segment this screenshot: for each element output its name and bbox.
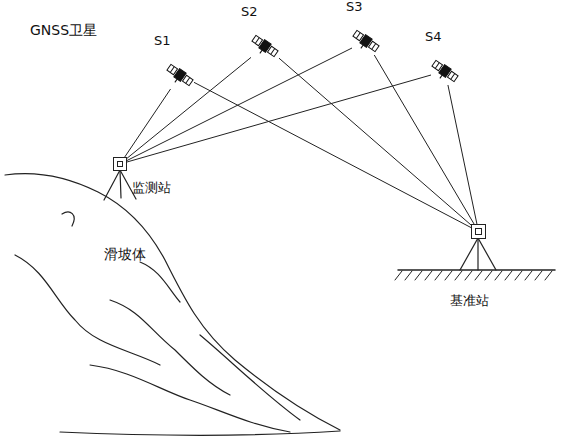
- hatch-stroke: [445, 271, 452, 280]
- hatch-stroke: [405, 271, 412, 280]
- crack-line: [90, 365, 290, 432]
- gnss-station: 监测站: [113, 157, 127, 171]
- satellite-icon: [431, 57, 459, 85]
- satellite-icon: [251, 32, 279, 60]
- signal-line: [448, 85, 477, 224]
- landslide-outline: [5, 174, 340, 430]
- tripod: [460, 238, 496, 270]
- landslide-base: [60, 431, 340, 435]
- hatch-stroke: [455, 271, 462, 280]
- satellite-label: S3: [346, 0, 363, 15]
- ground-line: [398, 269, 555, 271]
- gnss-satellite: S4: [431, 57, 459, 85]
- hatch-stroke: [515, 271, 522, 280]
- crack-line: [110, 300, 230, 395]
- tripod: [104, 170, 136, 200]
- hatch-stroke: [475, 271, 482, 280]
- signal-line: [125, 89, 171, 157]
- hatch-stroke: [395, 271, 402, 280]
- hatch-stroke: [415, 271, 422, 280]
- crack-line: [140, 262, 180, 302]
- hatch-stroke: [535, 271, 542, 280]
- station-label: 基准站: [450, 293, 489, 309]
- hatch-stroke: [525, 271, 532, 280]
- gnss-satellite: S1: [166, 61, 194, 89]
- satellite-icon: [352, 27, 380, 55]
- satellite-label: S1: [154, 33, 171, 49]
- gnss-satellite: S2: [251, 32, 279, 60]
- gnss-station: 基准站: [471, 224, 486, 239]
- signal-line: [127, 48, 352, 161]
- gnss-satellite: S3: [352, 27, 380, 55]
- crack-line: [15, 255, 160, 365]
- signal-line: [279, 58, 471, 225]
- landslide-label: 滑坡体: [104, 246, 146, 263]
- hatch-stroke: [505, 271, 512, 280]
- satellite-label: S2: [241, 4, 258, 20]
- satellite-label: S4: [425, 29, 442, 45]
- ground-hatching: [395, 271, 552, 280]
- signal-line: [127, 75, 431, 162]
- hatch-stroke: [425, 271, 432, 280]
- hatch-stroke: [495, 271, 502, 280]
- hatch-stroke: [485, 271, 492, 280]
- station-label: 监测站: [132, 180, 171, 196]
- hatch-stroke: [465, 271, 472, 280]
- hatch-stroke: [435, 271, 442, 280]
- satellite-icon: [166, 61, 194, 89]
- satellite-group-label: GNSS卫星: [30, 22, 97, 39]
- crack-line: [62, 212, 74, 226]
- crack-line: [200, 335, 300, 420]
- hatch-stroke: [545, 271, 552, 280]
